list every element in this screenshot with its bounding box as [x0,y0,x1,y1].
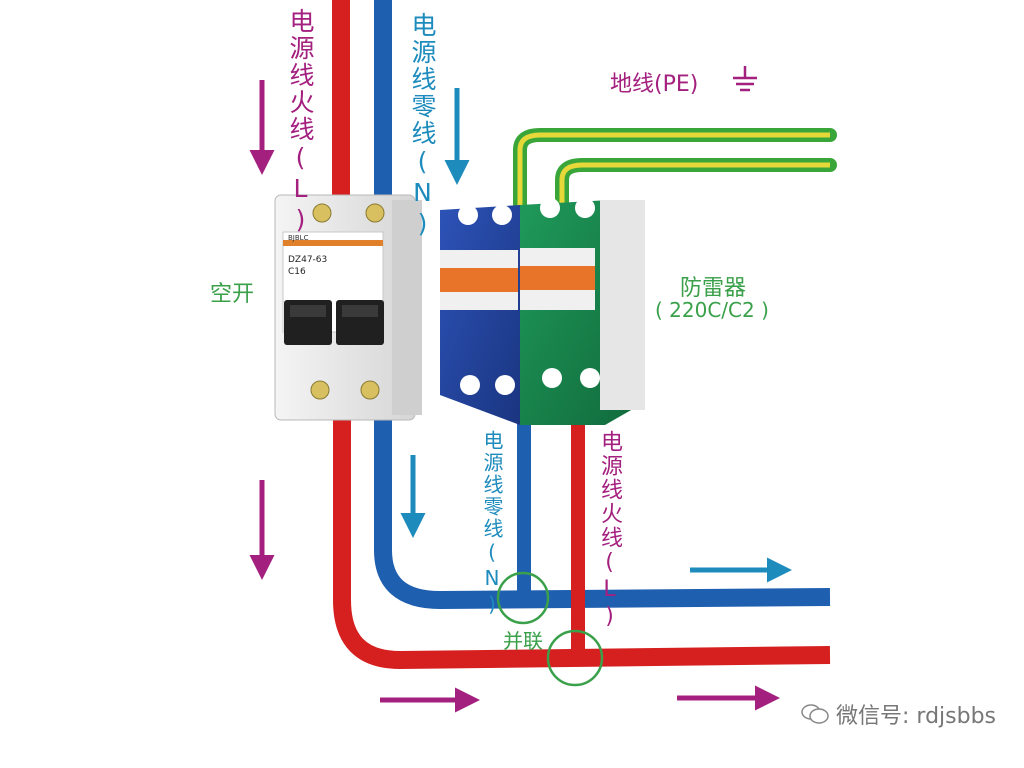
label-spd-model: ( 220C/C2 ) [655,298,769,322]
label-spd-title: 防雷器 [680,276,747,301]
label-breaker: 空开 [210,282,255,307]
earth-symbol-icon [733,66,757,92]
surge-protector [440,198,645,425]
live-wire-out [333,415,831,670]
circuit-breaker: BJBLC DZ47-63 C16 [274,194,422,421]
breaker-model: DZ47-63 [288,255,327,265]
watermark-text: 微信号: rdjsbbs [836,704,996,729]
label-live-in: 电源线火线(L) [286,8,315,236]
junction-circle-live [546,629,604,687]
label-neutral-spd: 电源线零线(N) [480,430,504,618]
watermark: 微信号: rdjsbbs [800,698,996,730]
label-earth: 地线(PE) [610,72,699,97]
junction-circle-neutral [496,571,550,625]
wechat-icon [801,704,829,724]
earth-wire [513,128,837,217]
label-neutral-in: 电源线零线(N) [408,12,437,240]
label-live-spd: 电源线火线(L) [597,430,622,631]
neutral-wire-out [374,415,831,610]
breaker-rating: C16 [288,267,306,277]
label-parallel: 并联 [503,629,543,653]
breaker-brand: BJBLC [288,234,309,242]
